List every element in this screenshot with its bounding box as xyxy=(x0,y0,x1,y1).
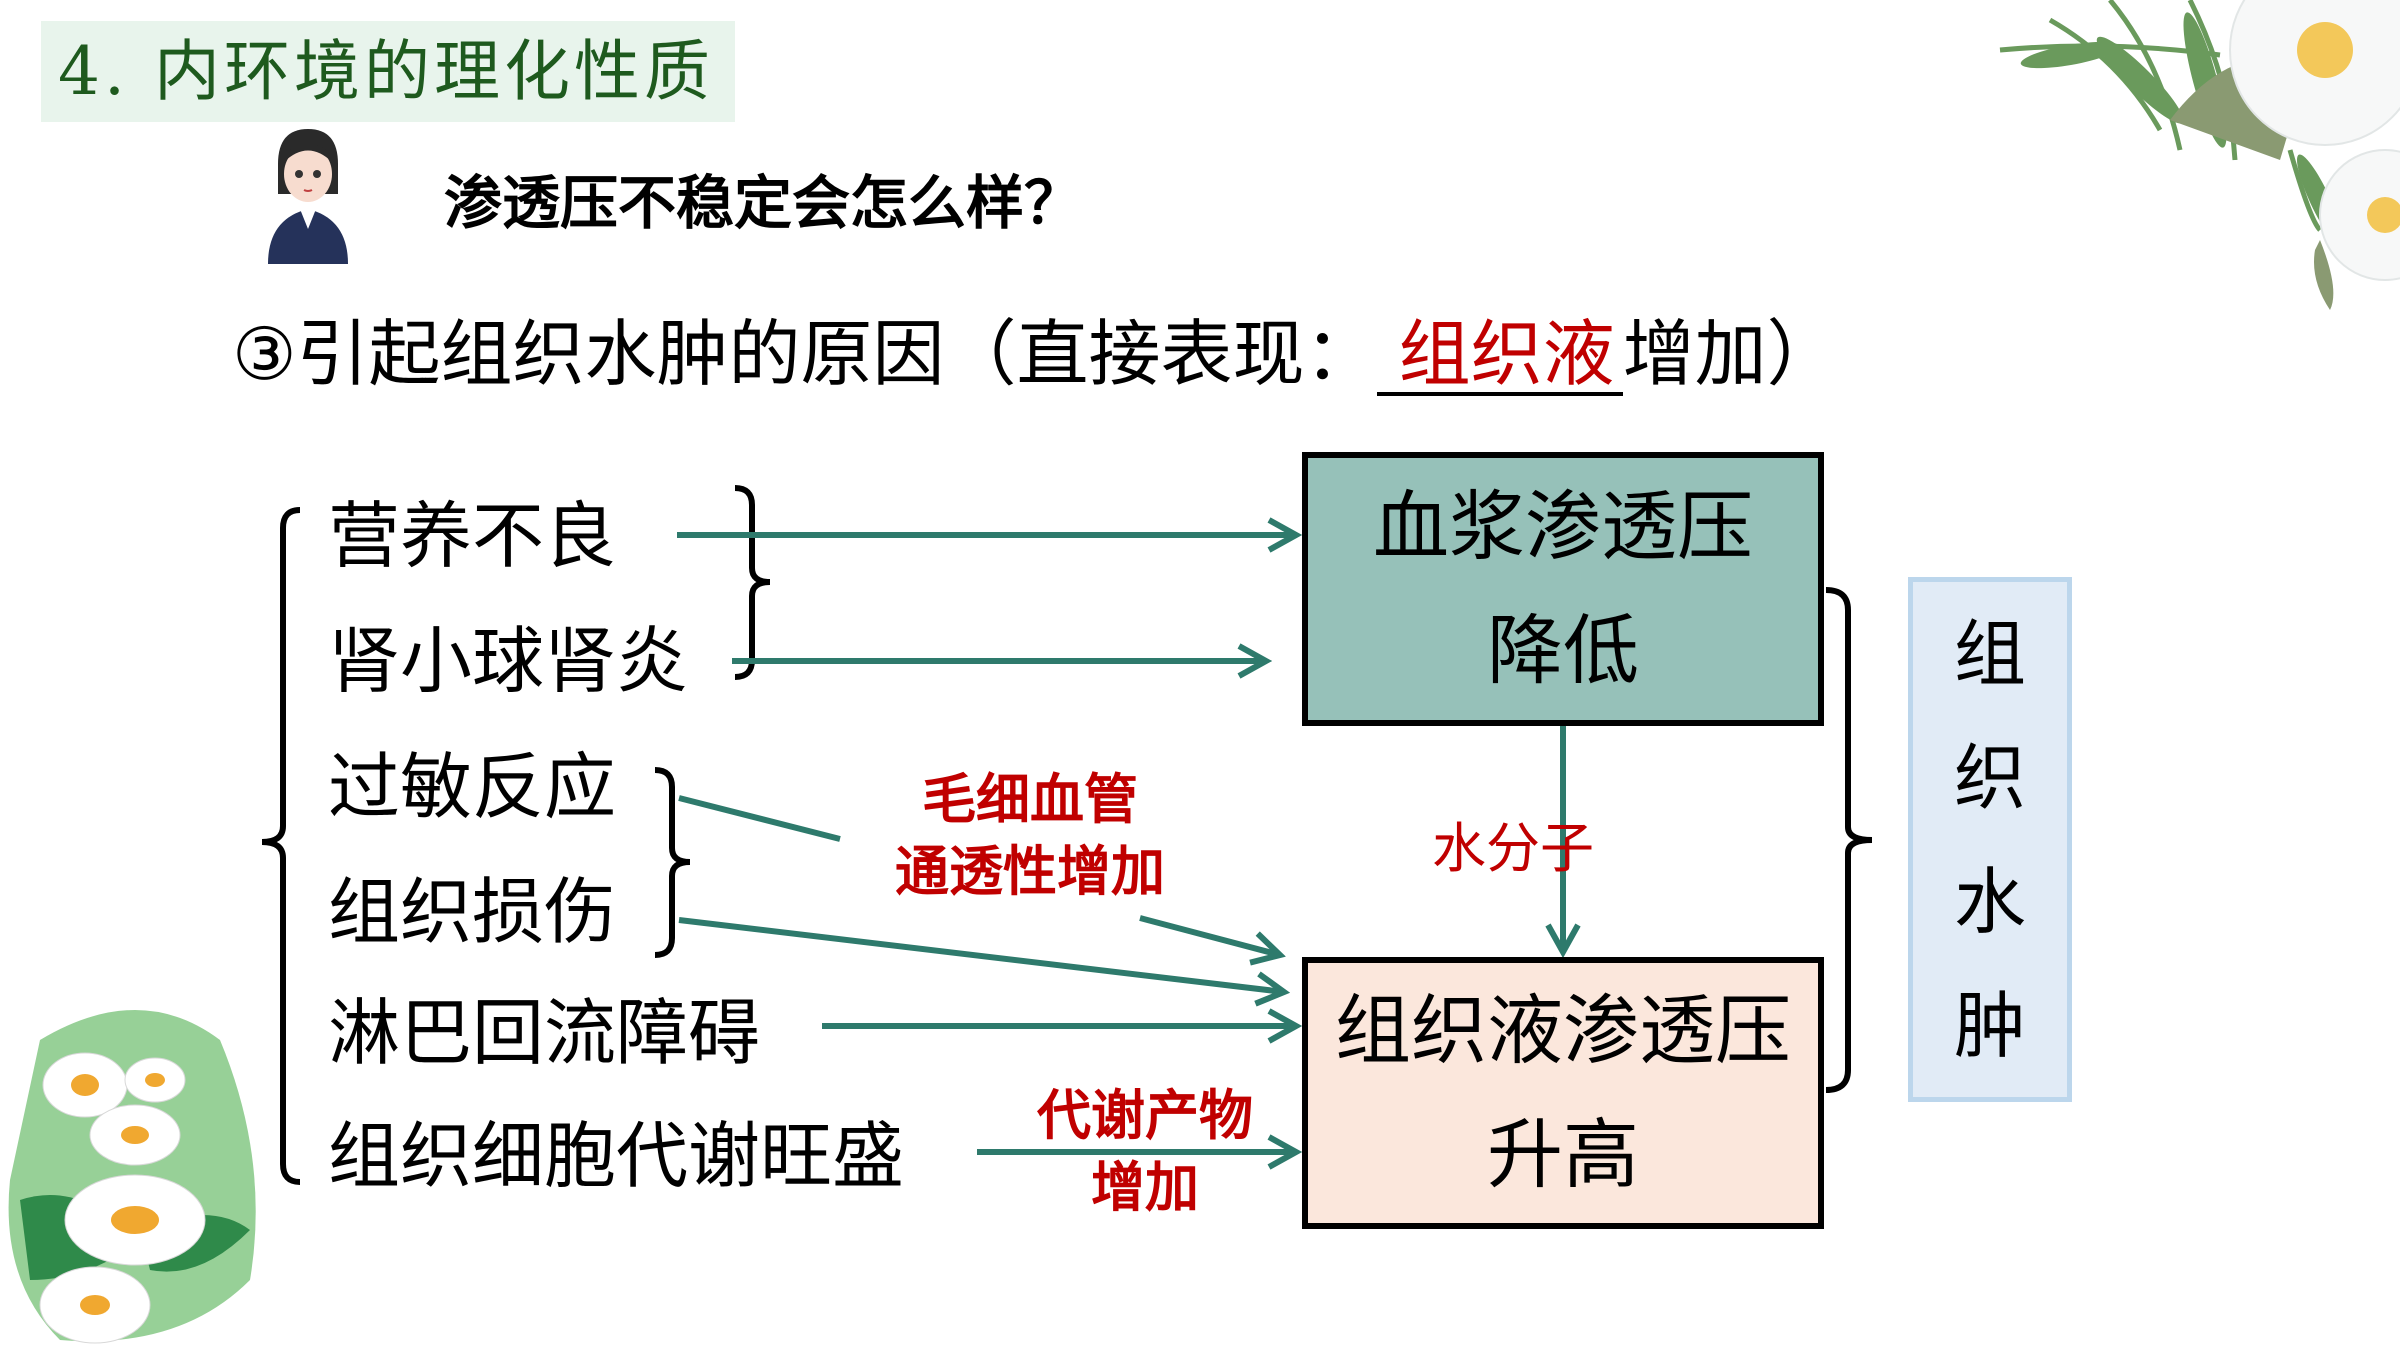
section-title-banner xyxy=(41,21,735,122)
arrow-allergy-part1 xyxy=(678,795,841,842)
answer-blank: 组织液 xyxy=(1376,316,1623,396)
subtitle-suffix: 增加） xyxy=(1622,312,1839,396)
fern-daisy-decoration-icon xyxy=(1999,0,2400,310)
cause-glomerulonephritis: 肾小球肾炎 xyxy=(328,619,689,703)
result-tissue-edema-box: 组 织 水 肿 xyxy=(1908,577,2072,1102)
cause-lymph-obstruction: 淋巴回流障碍 xyxy=(328,991,761,1075)
label-water-molecules: 水分子 xyxy=(1432,817,1594,880)
avatar-icon xyxy=(268,129,348,264)
tissue-box-line2: 升高 xyxy=(1487,1110,1639,1199)
section-title: 4. 内环境的理化性质 xyxy=(58,33,714,110)
brace-group-plasma xyxy=(734,485,771,680)
label-metabolites-line1: 代谢产物 xyxy=(1037,1084,1253,1147)
label-capillary-line1: 毛细血管 xyxy=(922,768,1138,831)
plasma-box-line2: 降低 xyxy=(1487,606,1639,695)
result-char: 肿 xyxy=(1953,983,2026,1068)
cause-malnutrition: 营养不良 xyxy=(328,494,617,578)
left-brace xyxy=(261,507,301,1185)
daisy-bouquet-icon xyxy=(8,1010,256,1344)
result-char: 织 xyxy=(1953,735,2026,820)
cause-tissue-injury: 组织损伤 xyxy=(328,870,617,954)
label-metabolites-line2: 增加 xyxy=(1091,1156,1199,1219)
result-char: 组 xyxy=(1953,611,2026,696)
brace-group-capillary xyxy=(654,767,691,958)
plasma-box-line1: 血浆渗透压 xyxy=(1373,482,1753,571)
label-capillary-line2: 通透性增加 xyxy=(895,840,1165,903)
answer-text: 组织液 xyxy=(1398,312,1615,396)
tissue-fluid-osmotic-pressure-box: 组织液渗透压 升高 xyxy=(1302,957,1824,1229)
tissue-box-line1: 组织液渗透压 xyxy=(1335,986,1791,1075)
result-char: 水 xyxy=(1953,859,2026,944)
subtitle-prefix: ③引起组织水肿的原因（直接表现： xyxy=(232,312,1377,396)
cause-allergic-reaction: 过敏反应 xyxy=(328,745,617,829)
arrow-tissue-injury xyxy=(678,917,1284,992)
cause-high-metabolism: 组织细胞代谢旺盛 xyxy=(328,1114,905,1198)
arrow-allergy-part2 xyxy=(1139,915,1280,955)
plasma-osmotic-pressure-box: 血浆渗透压 降低 xyxy=(1302,452,1824,726)
label-metabolites: 代谢产物 增加 xyxy=(1010,1080,1280,1224)
subtitle: ③引起组织水肿的原因（直接表现：组织液增加） xyxy=(232,312,1839,396)
brace-result xyxy=(1825,587,1873,1093)
question-text: 渗透压不稳定会怎么样？ xyxy=(444,169,1083,237)
label-capillary-permeability: 毛细血管 通透性增加 xyxy=(860,764,1200,908)
